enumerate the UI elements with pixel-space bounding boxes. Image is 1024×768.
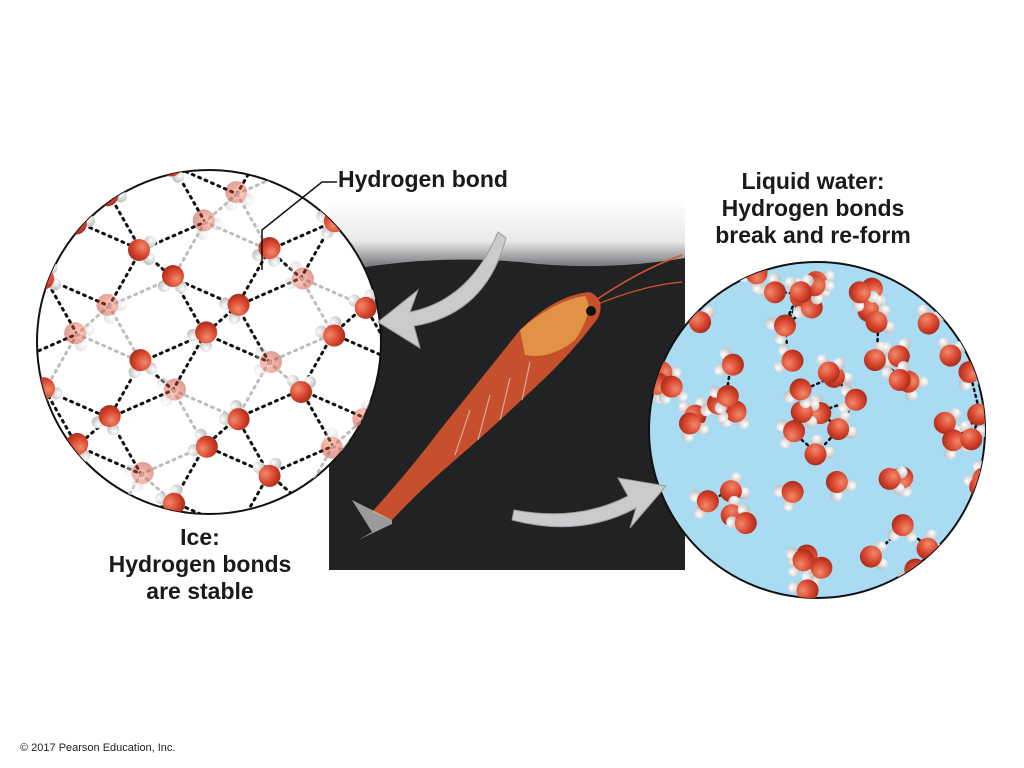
hydrogen-bond-label: Hydrogen bond [338,166,508,192]
hydrogen-bond-leader [261,181,337,270]
water-molecule [218,399,250,431]
ice-line3: are stable [146,578,254,605]
krill-icon [352,254,683,540]
water-molecule [158,265,187,293]
water-molecule [225,181,254,211]
water-molecule [287,375,316,403]
water-molecule [887,514,917,543]
water-molecule [775,419,806,448]
water-molecule [219,293,250,324]
water-molecule [128,236,156,265]
water-molecule [827,411,858,441]
ice-label: Ice: Hydrogen bonds are stable [80,524,320,605]
water-molecule [37,170,56,179]
water-molecule [91,405,121,436]
water-molecule [788,571,819,598]
water-molecule [123,461,154,492]
curved-arrow-right [511,477,667,529]
water-molecule [0,568,31,606]
krill-photo [329,200,685,570]
liquid-water-line2: Hydrogen bonds [721,195,905,222]
water-molecule [709,385,739,414]
water-molecule [96,293,128,325]
water-molecule [250,119,289,158]
water-molecule [825,470,857,502]
water-molecule [0,231,31,266]
water-molecule [252,457,282,487]
water-molecule [510,571,538,600]
water-molecule [773,480,804,511]
water-molecule [187,428,218,458]
water-molecule [254,347,282,376]
water-molecule [881,361,911,391]
water-molecule [0,123,26,152]
water-molecule [786,547,815,577]
water-molecule [156,377,186,407]
water-molecule [865,305,895,334]
water-molecule [816,354,846,384]
copyright-text: © 2017 Pearson Education, Inc. [20,742,176,754]
liquid-water-label: Liquid water: Hydrogen bonds break and r… [688,168,938,249]
liquid-water-circle [648,261,986,599]
water-molecule [376,118,416,158]
water-molecule [783,378,812,409]
water-molecule [252,237,281,267]
water-molecule [57,89,97,129]
water-molecule [774,343,804,373]
curved-arrow-left [377,231,507,350]
ice-line2: Hydrogen bonds [108,551,292,578]
water-molecule [726,503,757,535]
water-molecule [859,541,888,571]
water-molecule [755,272,786,304]
water-molecule [838,384,867,414]
water-molecule [956,557,985,588]
water-molecule [765,314,797,345]
water-molecule [658,375,688,405]
water-molecule [192,209,223,240]
water-molecule [804,434,835,466]
ice-lattice-circle [0,89,544,606]
water-molecule [848,281,879,312]
water-molecule [188,92,225,129]
water-molecule [348,289,377,319]
liquid-water-title: Liquid water: [741,168,885,194]
water-molecule [959,420,985,451]
water-molecule [283,170,314,184]
water-molecule [124,120,160,155]
water-molecule [37,489,58,514]
water-molecule [714,347,744,376]
water-molecule [315,316,346,347]
water-molecule [128,349,158,379]
water-molecule [64,322,95,352]
water-molecule [317,96,348,126]
water-molecule [284,261,314,290]
water-molecule [186,321,218,353]
water-molecule [0,342,34,381]
water-molecule [784,274,814,304]
ice-title: Ice: [180,524,220,550]
water-molecule [689,489,719,519]
water-molecule [938,337,967,367]
water-molecule [506,118,544,156]
water-molecule [379,570,415,605]
liquid-water-line3: break and re-form [715,222,911,249]
water-molecule [0,455,34,495]
water-molecule [678,412,709,443]
water-molecule [878,466,908,495]
water-molecule [444,92,477,126]
water-molecule [882,338,911,368]
